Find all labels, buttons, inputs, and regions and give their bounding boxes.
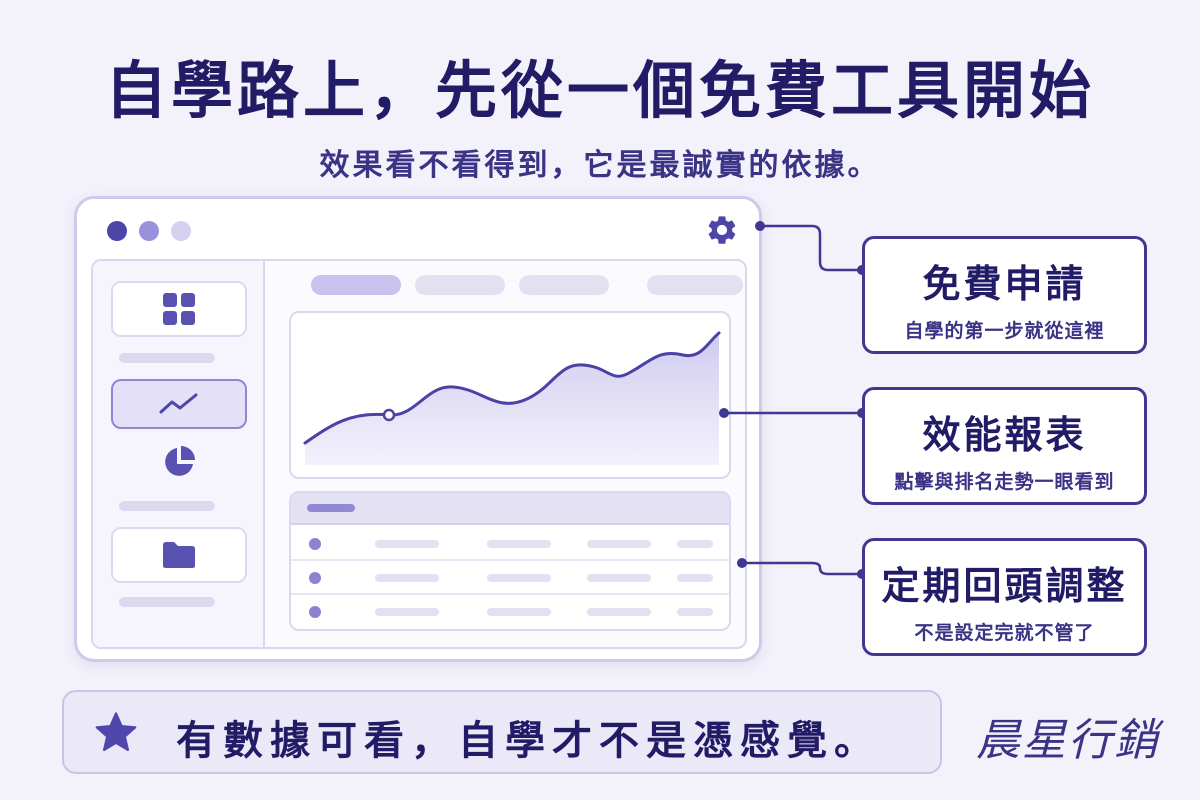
- cell-placeholder: [375, 540, 439, 548]
- window-minimize-dot: [139, 221, 159, 241]
- page-subtitle: 效果看不看得到，它是最誠實的依據。: [319, 148, 881, 183]
- star-icon: [95, 712, 137, 752]
- sidebar-placeholder-line: [119, 353, 215, 363]
- row-bullet: [309, 572, 321, 584]
- table-row[interactable]: [291, 595, 729, 629]
- bottom-banner: 有數據可看，自學才不是憑感覺。: [62, 690, 942, 774]
- callout-regular-adjust: 定期回頭調整 不是設定完就不管了: [862, 538, 1147, 656]
- brand-signature: 晨星行銷: [976, 715, 1160, 766]
- table-header: [291, 493, 729, 525]
- callout-subtitle: 點擊與排名走勢一眼看到: [894, 471, 1115, 493]
- row-bullet: [309, 606, 321, 618]
- callout-subtitle: 自學的第一步就從這裡: [904, 320, 1105, 342]
- chart-area: [305, 333, 719, 465]
- callout-title: 效能報表: [922, 413, 1087, 457]
- sidebar: [93, 261, 265, 647]
- page-title: 自學路上，先從一個免費工具開始: [104, 54, 1095, 127]
- main-content: [279, 261, 743, 647]
- cell-placeholder: [677, 608, 713, 616]
- data-table-card: [289, 491, 731, 631]
- sidebar-item-files[interactable]: [111, 527, 247, 583]
- sidebar-item-dashboard[interactable]: [111, 281, 247, 337]
- tab-placeholder-active[interactable]: [311, 275, 401, 295]
- pie-chart-icon: [165, 446, 195, 476]
- sidebar-item-analytics[interactable]: [111, 379, 247, 429]
- app-window-mockup: [74, 196, 762, 662]
- cell-placeholder: [677, 574, 713, 582]
- cell-placeholder: [487, 574, 551, 582]
- chart-point[interactable]: [382, 408, 396, 422]
- trend-chart-card: [289, 311, 731, 479]
- row-bullet: [309, 538, 321, 550]
- window-maximize-dot: [171, 221, 191, 241]
- tab-placeholder[interactable]: [415, 275, 505, 295]
- tab-placeholder[interactable]: [519, 275, 609, 295]
- cell-placeholder: [487, 608, 551, 616]
- table-header-placeholder: [307, 504, 355, 512]
- callout-performance-report: 效能報表 點擊與排名走勢一眼看到: [862, 387, 1147, 505]
- cell-placeholder: [375, 608, 439, 616]
- trend-line-chart: [303, 331, 721, 465]
- cell-placeholder: [587, 608, 651, 616]
- folder-icon: [163, 542, 195, 568]
- callout-title: 免費申請: [922, 262, 1087, 306]
- cell-placeholder: [375, 574, 439, 582]
- dashboard-panel: [91, 259, 747, 649]
- trend-line-icon: [159, 393, 198, 414]
- callout-free-signup: 免費申請 自學的第一步就從這裡: [862, 236, 1147, 354]
- callout-title: 定期回頭調整: [881, 564, 1128, 608]
- cell-placeholder: [677, 540, 713, 548]
- window-close-dot: [107, 221, 127, 241]
- gear-icon: [708, 216, 736, 244]
- sidebar-item-reports[interactable]: [111, 437, 247, 487]
- cell-placeholder: [487, 540, 551, 548]
- table-row[interactable]: [291, 561, 729, 595]
- table-row[interactable]: [291, 527, 729, 561]
- sidebar-placeholder-line: [119, 597, 215, 607]
- banner-text: 有數據可看，自學才不是憑感覺。: [176, 718, 881, 764]
- sidebar-placeholder-line: [119, 501, 215, 511]
- callout-subtitle: 不是設定完就不管了: [914, 622, 1095, 644]
- cell-placeholder: [587, 574, 651, 582]
- tab-placeholder[interactable]: [647, 275, 743, 295]
- grid-icon: [163, 293, 195, 325]
- cell-placeholder: [587, 540, 651, 548]
